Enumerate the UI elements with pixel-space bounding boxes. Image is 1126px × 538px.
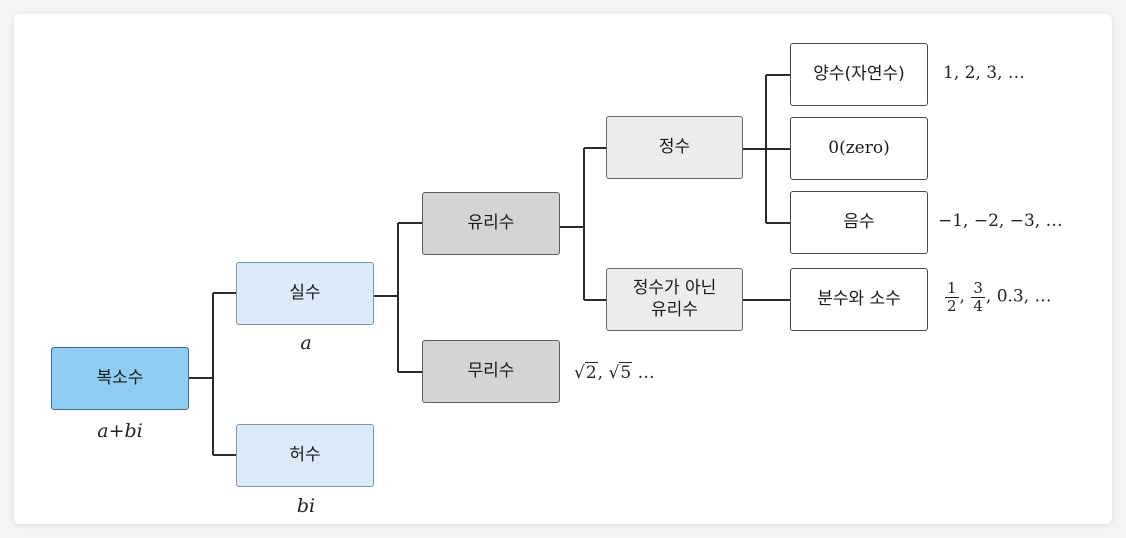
node-complex-label: 복소수 [96,367,144,388]
example-irrational: √2, √5 … [574,362,655,383]
node-negative: 음수 [790,191,928,254]
node-real-number: 실수 [236,262,374,325]
node-integer: 정수 [606,116,743,179]
node-negative-label: 음수 [843,211,875,232]
subtitle-imaginary: bi [296,495,316,517]
node-rational-number: 유리수 [422,192,560,255]
sqrt-5: √5 [608,362,633,383]
node-complex-number: 복소수 [51,347,189,410]
node-rational-label: 유리수 [467,212,515,233]
example-negative: −1, −2, −3, … [938,211,1063,231]
subtitle-complex: a+bi [97,420,143,442]
sqrt-2: √2 [574,362,598,383]
node-positive-label: 양수(자연수) [813,63,905,84]
node-zero: 0(zero) [790,117,928,180]
diagram-card [14,14,1112,524]
node-imaginary-number: 허수 [236,424,374,487]
node-irrational-label: 무리수 [467,360,515,381]
node-non-integer-label-line2: 유리수 [651,299,698,320]
node-non-integer-rational: 정수가 아닌 유리수 [606,268,743,331]
node-imaginary-label: 허수 [289,444,321,465]
node-fraction-decimal-label: 분수와 소수 [817,288,901,309]
node-integer-label: 정수 [658,136,691,157]
node-real-label: 실수 [289,282,321,303]
example-positive: 1, 2, 3, … [943,63,1025,83]
node-irrational-number: 무리수 [422,340,560,403]
subtitle-real: a [300,332,312,354]
node-positive: 양수(자연수) [790,43,928,106]
node-zero-label: 0(zero) [828,137,890,158]
node-non-integer-label-line1: 정수가 아닌 [632,278,717,299]
node-fraction-decimal: 분수와 소수 [790,268,928,331]
